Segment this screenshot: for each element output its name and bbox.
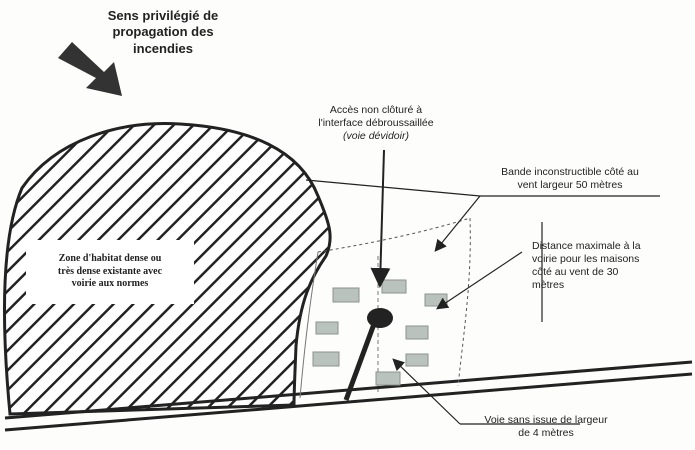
road-label-line: Voie sans issue de largeur bbox=[484, 414, 608, 426]
access-label-line: (voie dévidoir) bbox=[343, 130, 409, 143]
dead-end-road-label: Voie sans issue de largeur de 4 mètres bbox=[456, 414, 636, 440]
wind-label-line: propagation des bbox=[112, 24, 214, 40]
house bbox=[332, 287, 360, 303]
house bbox=[381, 279, 407, 294]
house bbox=[405, 325, 429, 340]
distance-arrow bbox=[436, 251, 523, 310]
access-arrow bbox=[370, 149, 391, 288]
house bbox=[375, 371, 401, 386]
access-label-line: Accès non clôturé à bbox=[329, 104, 423, 116]
access-label-line: l'interface débroussaillée bbox=[318, 117, 434, 130]
band-leader-line bbox=[305, 179, 481, 197]
zone-label-line: Zone d'habitat dense ou bbox=[58, 253, 162, 265]
dense-housing-zone-label: Zone d'habitat dense ou très dense exist… bbox=[26, 240, 194, 304]
band-label-line: vent largeur 50 mètres bbox=[517, 179, 623, 192]
distance-label-line: voirie pour les maisons bbox=[532, 253, 640, 266]
max-distance-label: Distance maximale à la voirie pour les m… bbox=[532, 240, 692, 293]
dead-end-road bbox=[343, 308, 393, 401]
wind-label-line: Sens privilégié de bbox=[107, 8, 219, 23]
house-group bbox=[312, 279, 448, 386]
wind-arrow-icon bbox=[58, 42, 122, 96]
leader-lines bbox=[305, 149, 660, 425]
house bbox=[405, 353, 429, 367]
wind-label-line: incendies bbox=[133, 40, 193, 56]
house bbox=[315, 321, 339, 335]
distance-label-line: mètres bbox=[532, 279, 565, 292]
access-label: Accès non clôturé à l'interface débrouss… bbox=[296, 104, 456, 143]
distance-label-line: côté au vent de 30 bbox=[532, 266, 619, 279]
road-edge-lower bbox=[4, 372, 693, 432]
band-label-line: Bande inconstructible côté au bbox=[501, 166, 639, 178]
road-arrow bbox=[392, 358, 461, 425]
house bbox=[312, 351, 340, 367]
distance-label-line: Distance maximale à la bbox=[532, 240, 641, 252]
wind-direction-label: Sens privilégié de propagation des incen… bbox=[88, 8, 238, 57]
zone-label-line: voirie aux normes bbox=[71, 278, 149, 290]
road-label-line: de 4 mètres bbox=[518, 427, 574, 440]
zone-label-line: très dense existante avec bbox=[57, 265, 163, 277]
band-arrow bbox=[434, 195, 481, 252]
unbuildable-band-label: Bande inconstructible côté au vent large… bbox=[470, 166, 670, 192]
